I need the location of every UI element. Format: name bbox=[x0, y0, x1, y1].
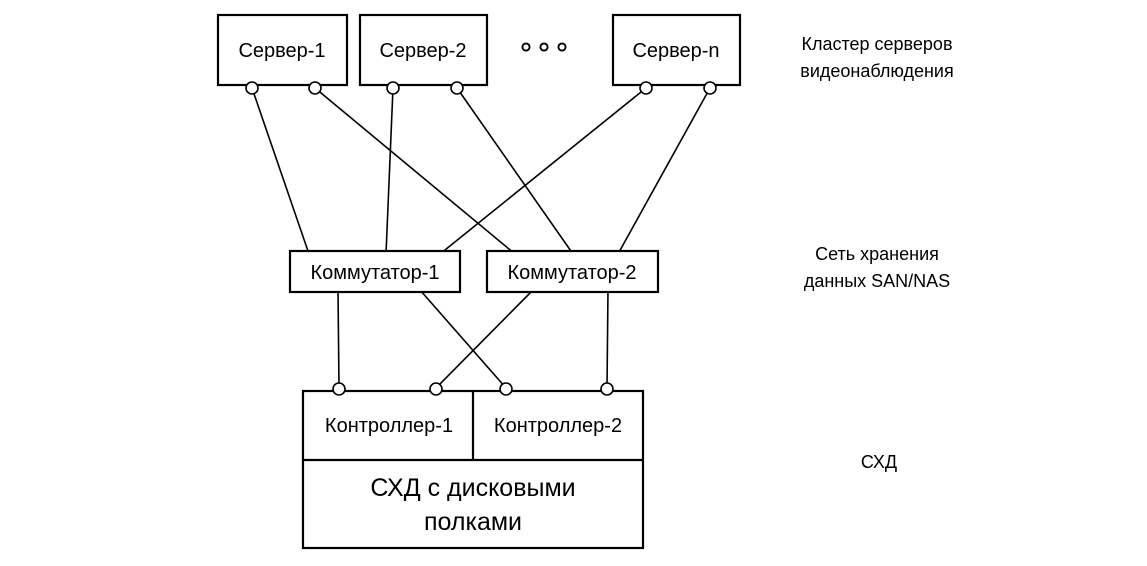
link-server2-switch1 bbox=[385, 87, 394, 255]
server-ports bbox=[245, 81, 717, 95]
server-cluster-row: Сервер-1 Сервер-2 Сервер-n bbox=[216, 13, 742, 95]
server1-box bbox=[216, 13, 349, 87]
controller1-port-b bbox=[429, 382, 443, 396]
servern-port-a bbox=[639, 81, 653, 95]
link-server2-switch2 bbox=[456, 87, 574, 255]
ellipsis-dots bbox=[521, 42, 567, 52]
controller-ports bbox=[332, 382, 614, 396]
ellipsis-dot bbox=[557, 42, 567, 52]
link-servern-switch1 bbox=[439, 87, 647, 255]
san-annotation-line1: Сеть хранения bbox=[815, 244, 939, 264]
servern-label: Сервер-n bbox=[632, 40, 719, 62]
link-switch2-controller2 bbox=[606, 289, 609, 389]
server2-box bbox=[358, 13, 489, 87]
server2-label: Сервер-2 bbox=[379, 40, 466, 62]
link-switch1-controller2 bbox=[419, 289, 507, 389]
controller2-label: Контроллер-2 bbox=[494, 415, 622, 437]
server2-port-b bbox=[450, 81, 464, 95]
cluster-annotation-line1: Кластер серверов bbox=[801, 34, 952, 54]
switch2-label: Коммутатор-2 bbox=[507, 262, 636, 284]
storage-annotation: СХД bbox=[861, 452, 897, 472]
cluster-annotation-line2: видеонаблюдения bbox=[800, 61, 953, 81]
controller1-label: Контроллер-1 bbox=[325, 415, 453, 437]
server1-port-a bbox=[245, 81, 259, 95]
servern-port-b bbox=[703, 81, 717, 95]
ellipsis-dot bbox=[521, 42, 531, 52]
server-switch-links bbox=[251, 87, 711, 255]
server1-port-b bbox=[308, 81, 322, 95]
controller2-port-b bbox=[600, 382, 614, 396]
link-switch1-controller1 bbox=[337, 289, 340, 389]
side-annotations: Кластер серверов видеонаблюдения Сеть хр… bbox=[800, 34, 953, 472]
san-annotation-line2: данных SAN/NAS bbox=[804, 271, 950, 291]
controller2-port-a bbox=[499, 382, 513, 396]
link-switch2-controller1 bbox=[435, 289, 534, 389]
link-server1-switch2 bbox=[314, 87, 516, 255]
switch-row: Коммутатор-1 Коммутатор-2 bbox=[288, 249, 660, 294]
servern-box bbox=[611, 13, 742, 87]
storage-system: Контроллер-1 Контроллер-2 СХД с дисковым… bbox=[301, 382, 645, 550]
ellipsis-dot bbox=[539, 42, 549, 52]
switch2-box bbox=[485, 249, 660, 294]
controller1-port-a bbox=[332, 382, 346, 396]
server1-label: Сервер-1 bbox=[238, 40, 325, 62]
server2-port-a bbox=[386, 81, 400, 95]
switch-controller-links bbox=[337, 289, 609, 389]
link-server1-switch1 bbox=[251, 87, 310, 255]
switch1-label: Коммутатор-1 bbox=[310, 262, 439, 284]
switch1-box bbox=[288, 249, 462, 294]
shelf-label-line1: СХД с дисковыми bbox=[370, 474, 575, 502]
link-servern-switch2 bbox=[617, 87, 711, 255]
shelf-label-line2: полками bbox=[424, 508, 522, 536]
